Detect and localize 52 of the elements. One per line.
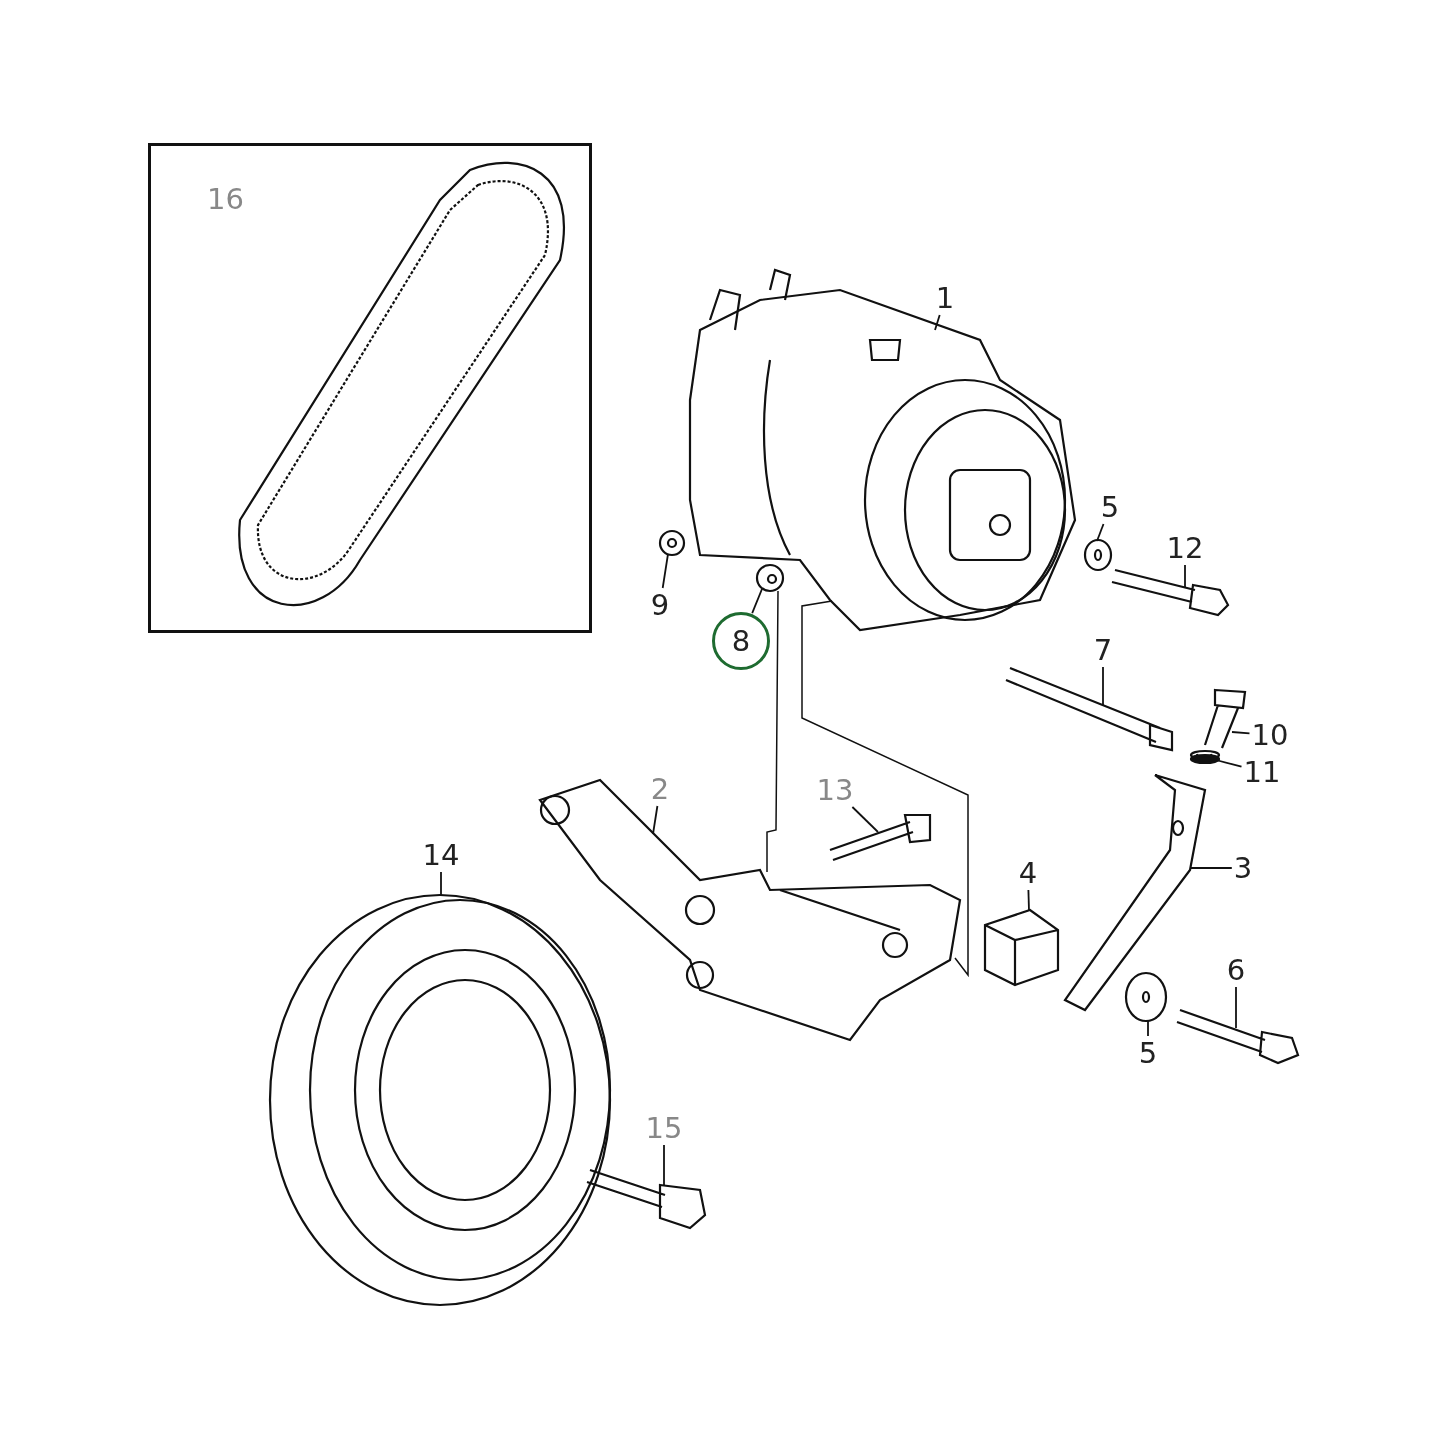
leader-line bbox=[1231, 731, 1251, 735]
leader-line bbox=[440, 871, 442, 897]
spacer-block-drawing bbox=[983, 908, 1060, 987]
leader-line bbox=[1147, 1020, 1149, 1037]
leader-line bbox=[1235, 986, 1237, 1029]
bolt-drawing bbox=[585, 1168, 707, 1230]
nut-drawing bbox=[658, 529, 686, 557]
callout-number: 13 bbox=[816, 775, 854, 805]
bolt-drawing bbox=[1175, 1008, 1300, 1065]
spacer-drawing bbox=[755, 563, 785, 593]
assembly-line bbox=[801, 600, 969, 978]
callout-number: 4 bbox=[1018, 858, 1038, 888]
callout-number: 15 bbox=[645, 1113, 683, 1143]
callout-number: 5 bbox=[1138, 1038, 1158, 1068]
bolt-drawing bbox=[1203, 688, 1247, 750]
callout-number: 10 bbox=[1251, 720, 1289, 750]
washer-drawing bbox=[1124, 971, 1168, 1023]
leader-line bbox=[1215, 759, 1243, 768]
callout-number: 3 bbox=[1233, 853, 1253, 883]
leader-line bbox=[1190, 867, 1233, 869]
bolt-drawing bbox=[1110, 568, 1230, 617]
leader-line bbox=[661, 553, 669, 589]
callout-number: 6 bbox=[1226, 955, 1246, 985]
compressor-drawing bbox=[688, 268, 1077, 632]
washer-drawing bbox=[1083, 538, 1113, 572]
leader-line bbox=[663, 1144, 665, 1187]
pulley-drawing bbox=[268, 893, 612, 1307]
callout-number: 9 bbox=[650, 590, 670, 620]
assembly-line bbox=[766, 590, 779, 873]
leader-line bbox=[1027, 889, 1030, 912]
callout-number: 7 bbox=[1093, 635, 1113, 665]
strap-bracket-drawing bbox=[1063, 773, 1207, 1012]
bracket-drawing bbox=[538, 778, 962, 1042]
leader-line bbox=[751, 588, 763, 615]
leader-line bbox=[652, 805, 659, 835]
washer-drawing bbox=[1189, 749, 1221, 765]
inset-frame bbox=[148, 143, 592, 633]
leader-line bbox=[851, 806, 879, 833]
circled-callout-number: 8 bbox=[712, 612, 770, 670]
callout-number: 2 bbox=[650, 774, 670, 804]
callout-number: 11 bbox=[1243, 757, 1281, 787]
bolt-drawing bbox=[828, 813, 932, 862]
callout-number: 1 bbox=[935, 283, 955, 313]
callout-number: 14 bbox=[422, 840, 460, 870]
callout-number: 5 bbox=[1100, 492, 1120, 522]
bolt-drawing bbox=[1004, 666, 1174, 752]
callout-number: 16 bbox=[207, 184, 244, 214]
leader-line bbox=[1102, 666, 1104, 706]
leader-line bbox=[934, 314, 941, 331]
leader-line bbox=[1184, 564, 1186, 589]
leader-line bbox=[1096, 523, 1105, 542]
callout-number: 12 bbox=[1166, 533, 1204, 563]
